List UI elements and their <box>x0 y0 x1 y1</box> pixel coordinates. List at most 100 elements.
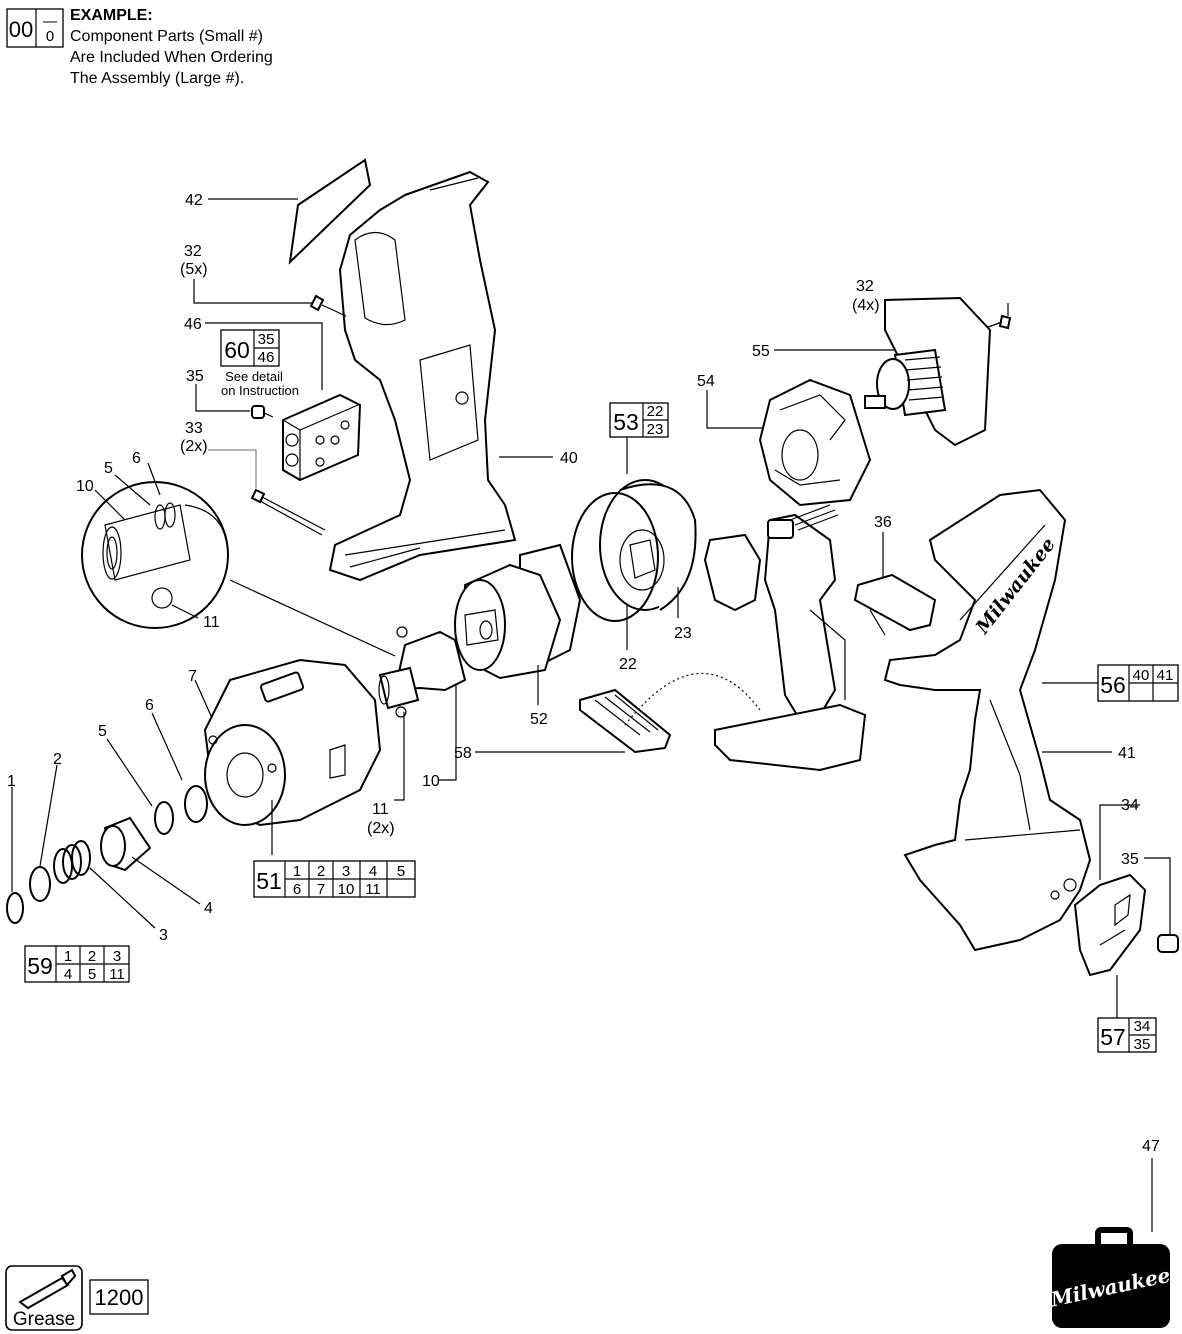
part-35-screw <box>251 405 274 419</box>
assembly-51-part: 4 <box>369 863 377 880</box>
callout-32-left-qty: (5x) <box>180 261 208 278</box>
assembly-53-number: 53 <box>613 409 639 435</box>
part-2-ring <box>29 866 51 902</box>
assembly-57-number: 57 <box>1100 1024 1126 1050</box>
callout-11: 11 <box>372 801 389 818</box>
assembly-59-box: 59 1 2 3 4 5 11 <box>24 945 130 983</box>
callout-35-right: 35 <box>1121 851 1139 868</box>
callout-34: 34 <box>1121 797 1139 814</box>
legend-line-2: Are Included When Ordering <box>70 49 273 66</box>
callout-58: 58 <box>454 745 472 762</box>
part-detail-anvil-view <box>81 481 396 657</box>
callout-32-left: 32 <box>184 243 202 260</box>
assembly-51-part: 5 <box>397 863 405 880</box>
callout-32-right: 32 <box>856 278 874 295</box>
callout-4: 4 <box>204 900 213 917</box>
legend-line-1: Component Parts (Small #) <box>70 28 263 45</box>
part-51-gear-housing <box>203 658 382 827</box>
part-34-side-plate <box>1073 873 1147 977</box>
assembly-53-part-b: 23 <box>647 421 664 438</box>
assembly-57-part-b: 35 <box>1134 1036 1151 1053</box>
assembly-51-part: 10 <box>338 881 355 898</box>
part-switch-pcb-assembly <box>703 504 867 772</box>
part-10-anvil <box>378 626 467 718</box>
assembly-51-part: 1 <box>293 863 301 880</box>
assembly-57-box: 57 34 35 <box>1097 1017 1157 1053</box>
callout-35-left: 35 <box>186 368 204 385</box>
assembly-60-note-2: on Instruction <box>221 383 299 398</box>
assembly-60-note-1: See detail <box>225 369 283 384</box>
callout-55: 55 <box>752 343 770 360</box>
leader-lines <box>11 198 1171 1232</box>
part-41-right-housing: Milwaukee <box>883 488 1092 952</box>
callout-41: 41 <box>1118 745 1136 762</box>
assembly-59-part: 3 <box>113 948 121 965</box>
callout-3: 3 <box>159 927 168 944</box>
example-small-number: 0 <box>46 28 54 45</box>
callout-42: 42 <box>185 192 203 209</box>
assembly-57-part-a: 34 <box>1134 1018 1151 1035</box>
part-22-o-ring <box>571 492 659 622</box>
example-big-number: 00 <box>9 17 33 42</box>
callout-7: 7 <box>188 668 197 685</box>
assembly-56-part: 41 <box>1157 667 1174 684</box>
part-58-module <box>579 672 761 754</box>
callout-47: 47 <box>1142 1138 1160 1155</box>
assembly-51-part: 6 <box>293 881 301 898</box>
part-33-long-screw <box>250 488 326 536</box>
grease-code-box: 1200 <box>89 1279 149 1315</box>
callout-32-right-qty: (4x) <box>852 297 880 314</box>
example-legend: EXAMPLE: Component Parts (Small #) Are I… <box>70 5 273 89</box>
assembly-60-part-a: 35 <box>258 331 275 348</box>
callout-10: 10 <box>422 773 440 790</box>
assembly-59-part: 5 <box>88 966 96 983</box>
assembly-59-part: 4 <box>64 966 72 983</box>
assembly-59-part: 1 <box>64 948 72 965</box>
part-55-motor <box>864 296 992 447</box>
assembly-60-box: 60 35 46 See detail on Instruction <box>220 329 299 398</box>
part-54-stator <box>758 378 872 507</box>
part-5-spring <box>154 801 174 835</box>
callout-6: 6 <box>145 697 154 714</box>
callout-54: 54 <box>697 373 715 390</box>
part-47-carry-case: Milwaukee <box>1048 1227 1172 1328</box>
callout-10-detail: 10 <box>76 478 94 495</box>
callout-46: 46 <box>184 316 202 333</box>
assembly-60-part-b: 46 <box>258 349 275 366</box>
legend-title: EXAMPLE: <box>70 7 153 24</box>
part-52-impact-mechanism <box>454 543 582 680</box>
assembly-51-part: 3 <box>342 863 350 880</box>
callout-5-detail: 5 <box>104 460 113 477</box>
assembly-56-box: 56 40 41 <box>1097 664 1179 702</box>
grease-icon: Grease <box>5 1265 83 1331</box>
assembly-56-part: 40 <box>1133 667 1150 684</box>
callout-1: 1 <box>7 773 16 790</box>
callout-22: 22 <box>619 656 637 673</box>
part-36-switch <box>853 573 937 636</box>
part-4-sleeve <box>100 816 152 872</box>
assembly-59-part: 11 <box>109 966 125 983</box>
part-1-ring <box>6 892 24 924</box>
part-42-label-plate <box>288 158 372 265</box>
assembly-51-part: 2 <box>317 863 325 880</box>
part-40-left-housing <box>328 170 517 582</box>
assembly-53-part-a: 22 <box>647 403 664 420</box>
assembly-51-part: 7 <box>317 881 325 898</box>
callout-11-qty: (2x) <box>367 820 395 837</box>
part-3-spring <box>53 840 91 884</box>
part-32-screw-5x <box>309 294 347 317</box>
part-60-control-module <box>282 393 362 482</box>
part-6-ring <box>184 785 208 823</box>
assembly-53-box: 53 22 23 <box>609 402 669 438</box>
part-53-gear-case <box>599 479 697 611</box>
part-35-screw-right <box>1157 934 1179 953</box>
callout-33: 33 <box>185 420 203 437</box>
callout-2: 2 <box>53 751 62 768</box>
legend-line-3: The Assembly (Large #). <box>70 70 245 87</box>
assembly-51-number: 51 <box>256 868 282 894</box>
assembly-51-part: 11 <box>365 881 381 898</box>
assembly-56-number: 56 <box>1100 672 1126 698</box>
callout-33-qty: (2x) <box>180 438 208 455</box>
callout-5: 5 <box>98 723 107 740</box>
